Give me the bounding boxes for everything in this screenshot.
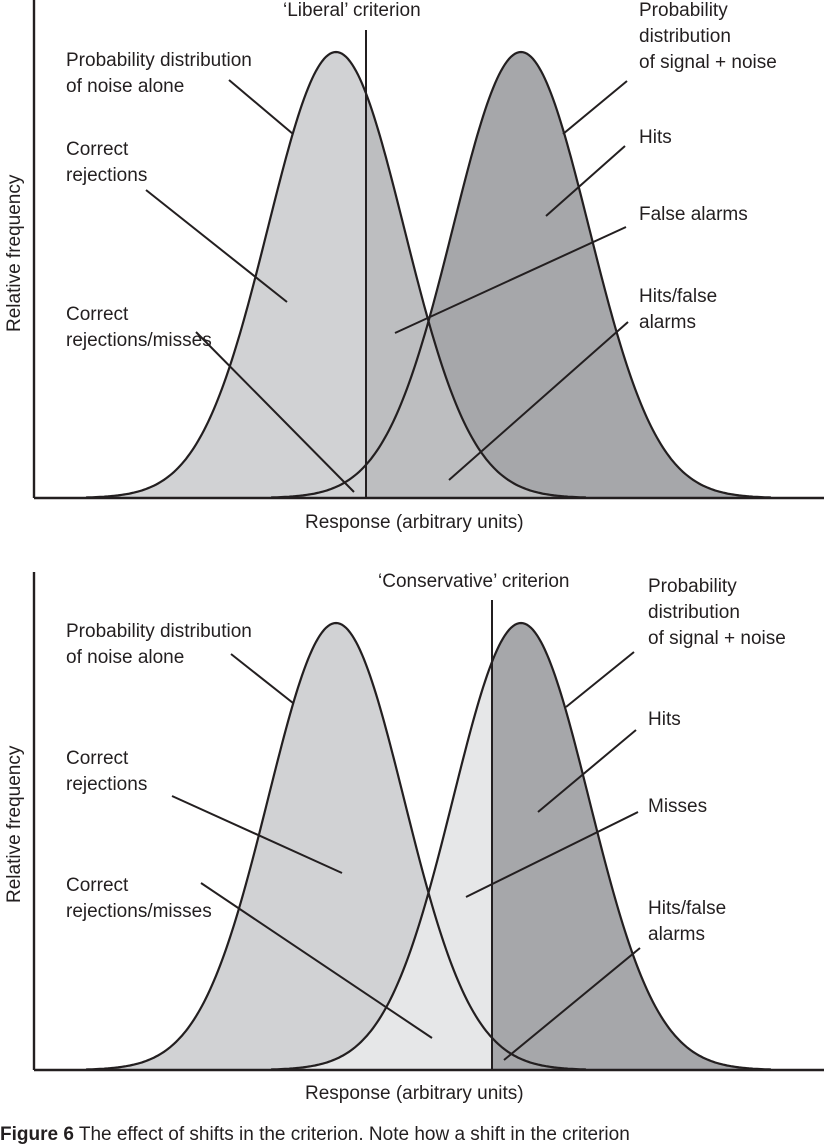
- noise-distribution-label: Probability distribution of noise alone: [66, 619, 252, 671]
- liberal-criterion-panel: ‘Liberal’ criterion Probability distribu…: [0, 0, 824, 540]
- x-axis-label: Response (arbitrary units): [305, 512, 524, 534]
- x-axis-label: Response (arbitrary units): [305, 1083, 524, 1105]
- hits-false-alarms-label: Hits/false alarms: [648, 896, 726, 948]
- hits-label: Hits: [648, 707, 681, 733]
- hits-false-alarms-label: Hits/false alarms: [639, 284, 717, 336]
- correct-rejections-misses-label: Correct rejections/misses: [66, 302, 212, 354]
- hits-label: Hits: [639, 125, 672, 151]
- correct-rejections-label: Correct rejections: [66, 137, 147, 189]
- correct-rejections-misses-label: Correct rejections/misses: [66, 873, 212, 925]
- criterion-label: ‘Liberal’ criterion: [283, 0, 421, 24]
- signal-distribution-label: Probability distribution of signal + noi…: [648, 574, 786, 652]
- misses-label: Misses: [648, 794, 707, 820]
- criterion-label: ‘Conservative’ criterion: [378, 569, 569, 595]
- signal-distribution-label: Probability distribution of signal + noi…: [639, 0, 777, 76]
- figure-caption: Figure 6 The effect of shifts in the cri…: [0, 1124, 630, 1146]
- correct-rejections-label: Correct rejections: [66, 746, 147, 798]
- false-alarms-label: False alarms: [639, 202, 748, 228]
- conservative-criterion-panel: ‘Conservative’ criterion Probability dis…: [0, 560, 824, 1120]
- noise-distribution-label: Probability distribution of noise alone: [66, 48, 252, 100]
- caption-text: The effect of shifts in the criterion. N…: [74, 1124, 630, 1145]
- figure-number: Figure 6: [0, 1124, 74, 1145]
- y-axis-label: Relative frequency: [4, 175, 26, 332]
- y-axis-label: Relative frequency: [4, 746, 26, 903]
